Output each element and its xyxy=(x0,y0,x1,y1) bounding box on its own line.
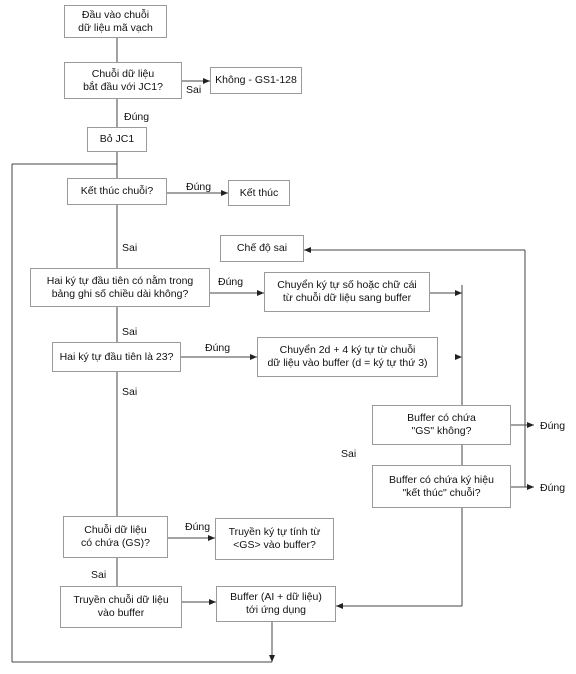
edge-label-dung: Đúng xyxy=(540,482,566,494)
edge-label-sai: Sai xyxy=(186,84,202,96)
edge-label-dung: Đúng xyxy=(218,276,244,288)
decision-first-two-23: Hai ký tự đầu tiên là 23? xyxy=(52,342,181,372)
edge-label-dung: Đúng xyxy=(205,342,231,354)
move-2d4-node: Chuyển 2d + 4 ký tự từ chuỗi dữ liệu vào… xyxy=(257,337,438,377)
error-mode-node: Chế độ sai xyxy=(220,235,304,262)
decision-starts-with-jc1: Chuỗi dữ liệu bắt đầu với JC1? xyxy=(64,62,182,99)
edge-label-sai: Sai xyxy=(122,386,138,398)
edge-label-sai: Sai xyxy=(122,326,138,338)
edge-label-dung: Đúng xyxy=(186,181,212,193)
decision-buffer-end: Buffer có chứa ký hiệu "kết thúc" chuỗi? xyxy=(372,465,511,508)
decision-buffer-gs: Buffer có chứa "GS" không? xyxy=(372,405,511,445)
move-chars-to-buffer-node: Chuyển ký tự số hoặc chữ cái từ chuỗi dữ… xyxy=(264,272,430,312)
not-gs1-node: Không - GS1-128 xyxy=(210,67,302,94)
edge-label-dung: Đúng xyxy=(185,521,211,533)
drop-jc1-node: Bỏ JC1 xyxy=(87,127,147,152)
transfer-from-gs-node: Truyền ký tự tính từ <GS> vào buffer? xyxy=(215,518,334,560)
decision-first-two-in-table: Hai ký tự đầu tiên có nằm trong bảng ghi… xyxy=(30,268,210,307)
edge-label-dung: Đúng xyxy=(540,420,566,432)
finish-node: Kết thúc xyxy=(228,180,290,206)
buffer-to-app-node: Buffer (AI + dữ liệu) tới ứng dụng xyxy=(216,586,336,622)
edge-label-sai: Sai xyxy=(91,569,107,581)
start-node: Đầu vào chuỗi dữ liệu mã vạch xyxy=(64,5,167,38)
edge-label-dung: Đúng xyxy=(124,111,150,123)
transfer-string-node: Truyền chuỗi dữ liệu vào buffer xyxy=(60,586,182,628)
edge-label-sai: Sai xyxy=(122,242,138,254)
edge-label-sai: Sai xyxy=(341,448,357,460)
decision-end-of-string: Kết thúc chuỗi? xyxy=(67,178,167,205)
decision-contains-gs: Chuỗi dữ liệu có chứa (GS)? xyxy=(63,516,168,558)
